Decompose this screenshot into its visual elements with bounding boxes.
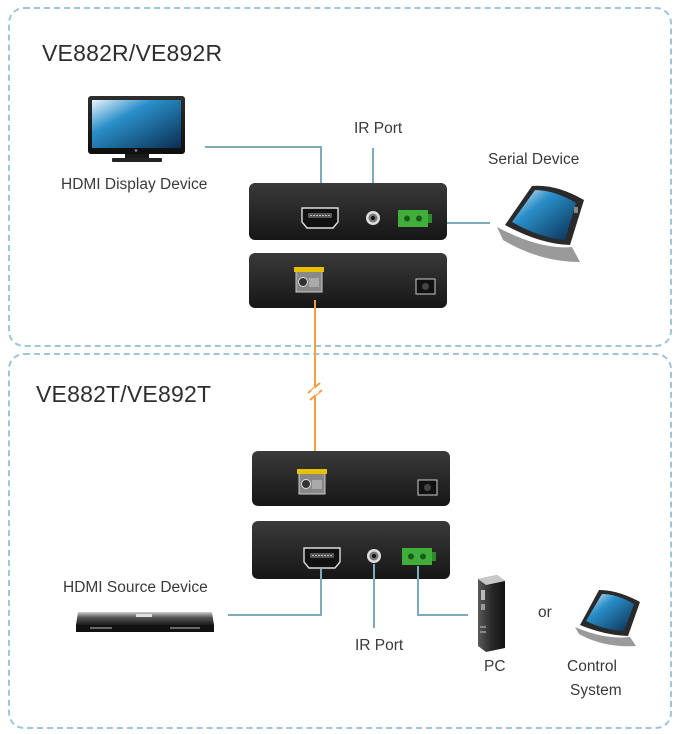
tx-serial-cable	[417, 566, 468, 616]
hdmi-display-icon	[88, 96, 185, 162]
transmitter-panel	[8, 353, 672, 729]
rx-fiber-port-icon	[294, 267, 324, 293]
control-system-label-line1: Control	[567, 658, 617, 675]
pc-label: PC	[484, 658, 506, 675]
tx-hdmi-port-icon	[303, 547, 341, 569]
receiver-panel	[8, 7, 672, 347]
rx-ir-port-label: IR Port	[354, 120, 403, 137]
receiver-model-title: VE882R/VE892R	[42, 40, 223, 66]
transmitter-rear-panel	[252, 521, 450, 579]
transmitter-model-title: VE882T/VE892T	[36, 381, 212, 407]
rx-power-jack-icon	[415, 278, 436, 295]
tx-power-jack-icon	[417, 479, 438, 496]
hdmi-source-device-icon	[76, 612, 214, 632]
or-label: or	[538, 604, 552, 621]
tx-fiber-port-icon	[297, 469, 327, 495]
rx-hdmi-port-icon	[301, 207, 339, 229]
receiver-rear-panel	[249, 183, 447, 240]
tx-ir-port-label: IR Port	[355, 637, 404, 654]
rx-serial-terminal-icon	[398, 210, 432, 227]
pc-tower-icon	[478, 575, 505, 652]
serial-device-label: Serial Device	[488, 151, 580, 168]
tx-serial-terminal-icon	[402, 548, 436, 565]
fiber-optic-cable	[307, 300, 323, 470]
serial-device-icon	[497, 185, 584, 262]
rx-ir-jack-icon	[366, 211, 380, 225]
transmitter-front-panel	[252, 451, 450, 506]
hdmi-source-label: HDMI Source Device	[63, 579, 208, 596]
control-system-label-line2: System	[570, 682, 622, 699]
tx-ir-jack-icon	[367, 549, 381, 563]
hdmi-input-cable	[228, 569, 322, 616]
control-system-icon	[575, 590, 640, 647]
receiver-front-panel	[249, 253, 447, 308]
hdmi-display-label: HDMI Display Device	[61, 176, 208, 193]
